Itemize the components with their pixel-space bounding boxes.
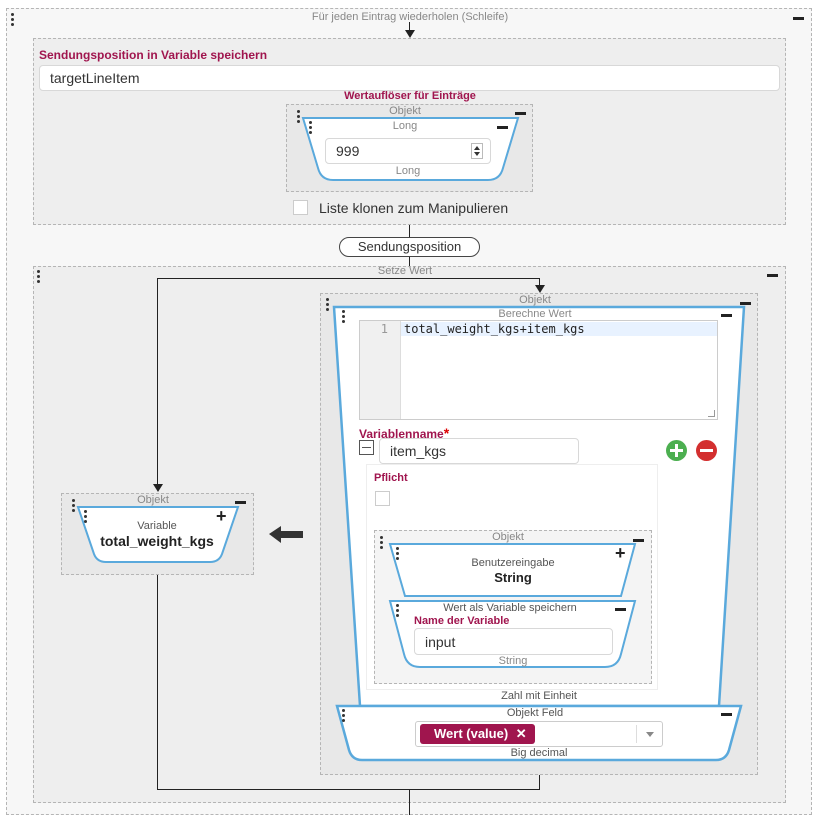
left-object-collapse-icon[interactable]: [235, 501, 246, 504]
left-object-title: Objekt: [137, 494, 169, 506]
user-input-type: String: [494, 570, 532, 585]
variable-expand-icon[interactable]: +: [216, 506, 227, 526]
name-label: Name der Variable: [414, 615, 510, 627]
resize-handle-icon[interactable]: [708, 410, 715, 417]
add-circle-icon[interactable]: [666, 440, 687, 461]
name-input[interactable]: input: [414, 628, 613, 655]
long-footer: Long: [395, 165, 421, 177]
pflicht-checkbox-icon[interactable]: [375, 491, 390, 506]
long-input[interactable]: 999: [325, 138, 491, 164]
set-value-title: Setze Wert: [377, 265, 433, 277]
save-var-title: Wert als Variable speichern: [443, 602, 577, 614]
tag-remove-icon[interactable]: ✕: [515, 726, 527, 741]
long-collapse-icon[interactable]: [497, 126, 508, 129]
inner-object-collapse-icon[interactable]: [633, 539, 644, 542]
right-object-title: Objekt: [519, 294, 551, 306]
long-value: 999: [336, 143, 360, 159]
save-var-collapse-icon[interactable]: [615, 608, 626, 611]
code-editor[interactable]: 1 total_weight_kgs+item_kgs: [359, 320, 718, 420]
clone-checkbox-icon[interactable]: [293, 200, 308, 215]
sendungsposition-pill[interactable]: Sendungsposition: [339, 237, 480, 257]
resolver-label: Wertauflöser für Einträge: [344, 90, 476, 102]
right-arrow-down-icon: [535, 285, 545, 293]
pill-label: Sendungsposition: [357, 239, 462, 254]
save-var-drag-handle-icon[interactable]: [396, 604, 400, 619]
compute-collapse-icon[interactable]: [721, 314, 732, 317]
varname-label-text: Variablenname: [359, 427, 444, 441]
resolver-drag-handle-icon[interactable]: [297, 110, 301, 125]
value-tag: Wert (value) ✕: [420, 724, 535, 744]
loop-title: Für jeden Eintrag wiederholen (Schleife): [311, 11, 509, 23]
flow-arrow-icon: [405, 30, 415, 38]
long-title: Long: [392, 120, 418, 132]
resolver-collapse-icon[interactable]: [515, 112, 526, 115]
varname-input[interactable]: item_kgs: [379, 438, 579, 464]
variable-name: total_weight_kgs: [100, 533, 214, 549]
field-drag-handle-icon[interactable]: [342, 709, 346, 724]
loop-collapse-icon[interactable]: [793, 17, 804, 20]
code-gutter: [360, 321, 401, 419]
pflicht-label: Pflicht: [374, 472, 408, 484]
code-line-number: 1: [380, 322, 388, 336]
left-arrow-down-icon: [153, 484, 163, 492]
user-input-expand-icon[interactable]: +: [615, 543, 626, 563]
tag-label: Wert (value): [434, 726, 509, 741]
varname-label: Variablenname*: [359, 425, 449, 441]
right-object-drag-handle-icon[interactable]: [326, 298, 330, 313]
unit-label: Zahl mit Einheit: [501, 690, 577, 702]
field-collapse-icon[interactable]: [721, 713, 732, 716]
field-select[interactable]: Wert (value) ✕: [415, 721, 663, 747]
user-input-title: Benutzereingabe: [471, 557, 555, 569]
inner-object-title: Objekt: [492, 531, 524, 543]
set-value-collapse-icon[interactable]: [767, 274, 778, 277]
select-caret-icon[interactable]: [646, 732, 654, 737]
code-line-text: total_weight_kgs+item_kgs: [404, 322, 585, 336]
remove-circle-icon[interactable]: [696, 440, 717, 461]
compute-title: Berechne Wert: [498, 308, 572, 320]
compute-drag-handle-icon[interactable]: [342, 310, 346, 325]
variable-drag-handle-icon[interactable]: [84, 510, 88, 525]
required-star: *: [443, 425, 450, 441]
spinner-icon[interactable]: [471, 143, 483, 159]
collapse-icon[interactable]: [359, 440, 374, 455]
resolver-object-title: Objekt: [389, 105, 421, 117]
right-object-collapse-icon[interactable]: [740, 302, 751, 305]
save-variable-label: Sendungsposition in Variable speichern: [39, 48, 268, 62]
clone-label: Liste klonen zum Manipulieren: [319, 200, 509, 216]
loop-drag-handle-icon[interactable]: [11, 13, 15, 28]
left-object-drag-handle-icon[interactable]: [72, 499, 76, 514]
variable-label: Variable: [137, 520, 177, 532]
set-value-drag-handle-icon[interactable]: [37, 270, 41, 285]
user-input-drag-handle-icon[interactable]: [396, 547, 400, 562]
string-footer: String: [498, 655, 528, 667]
select-divider: [636, 725, 637, 743]
inner-object-drag-handle-icon[interactable]: [380, 536, 384, 551]
save-variable-input[interactable]: targetLineItem: [39, 65, 780, 91]
code-active-line: [401, 322, 717, 336]
big-decimal-footer: Big decimal: [510, 747, 568, 759]
field-title: Objekt Feld: [506, 707, 564, 719]
long-drag-handle-icon[interactable]: [309, 121, 313, 136]
